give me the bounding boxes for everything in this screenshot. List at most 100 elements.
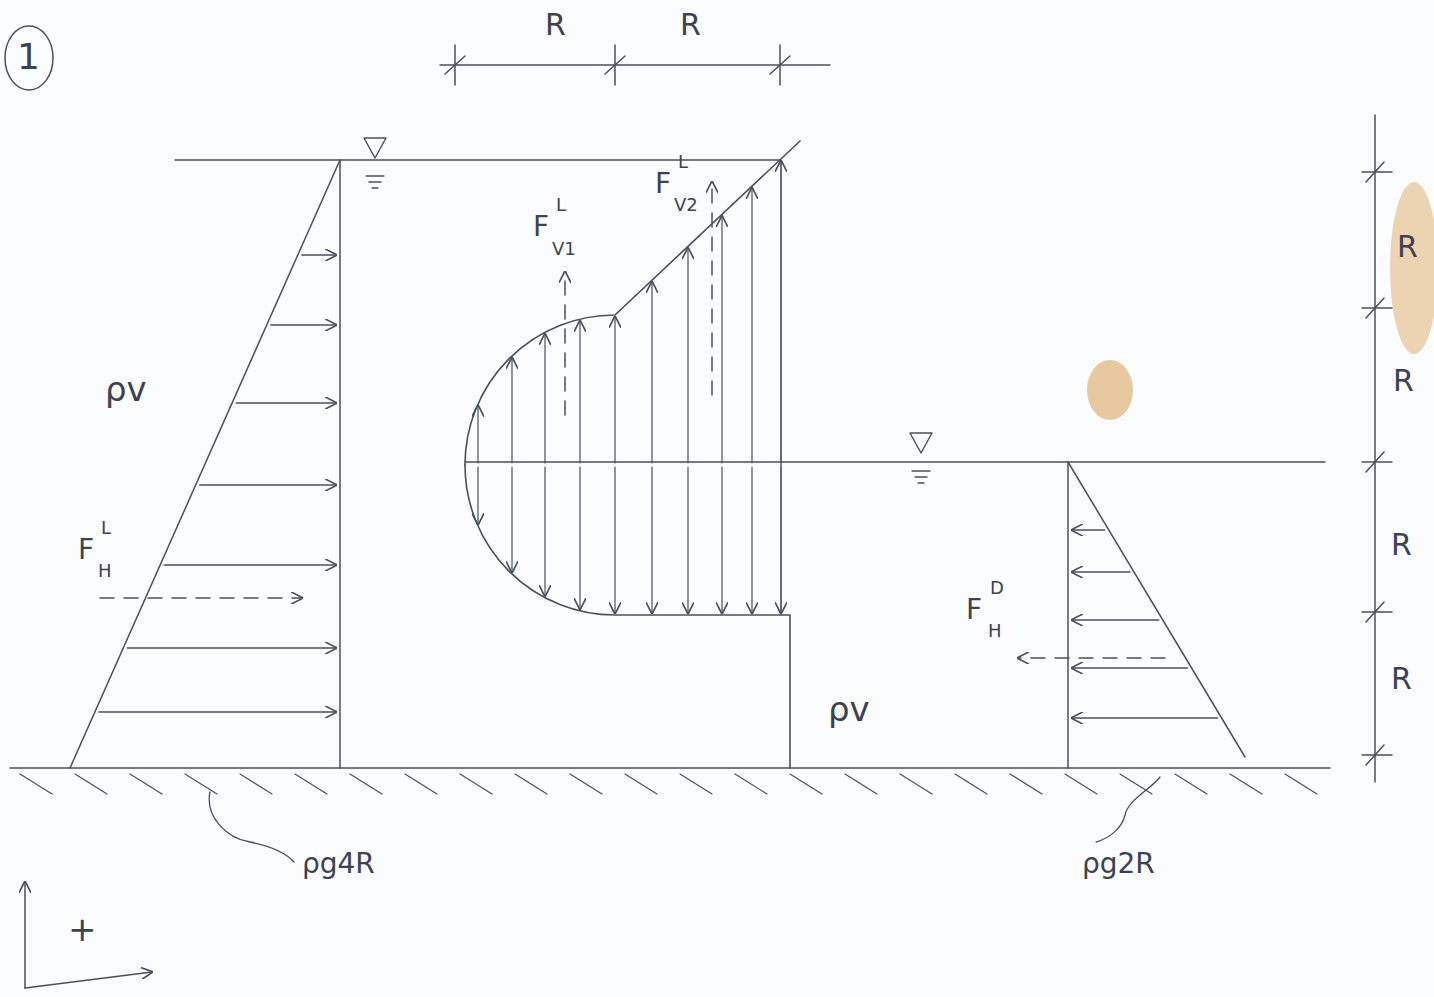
pressure-arrow xyxy=(271,324,336,325)
dimension-tick xyxy=(1366,745,1384,765)
dimension-tick xyxy=(1366,162,1384,182)
ground-hatch xyxy=(1175,774,1207,794)
force-arrow xyxy=(564,272,566,415)
dimension-tick xyxy=(1362,171,1392,173)
force-superscript: D xyxy=(990,579,1004,597)
dimension-tick xyxy=(1366,298,1384,318)
ground-hatch xyxy=(790,774,822,794)
force-subscript: H xyxy=(98,562,112,580)
pressure-arrow xyxy=(721,467,722,613)
pressure-arrow xyxy=(1072,667,1188,668)
gate-edge xyxy=(780,160,781,465)
pressure-arrow xyxy=(236,402,336,403)
water-surface xyxy=(175,159,780,161)
pressure-arrow xyxy=(1072,571,1130,572)
dimension-tick xyxy=(445,56,465,74)
ground-hatch xyxy=(185,774,217,794)
pressure-triangle xyxy=(1068,462,1245,757)
force-symbol: F xyxy=(78,536,94,564)
ground-hatch xyxy=(900,774,932,794)
pressure-arrow xyxy=(614,317,615,463)
pressure-arrow xyxy=(200,484,336,485)
dimension-label: R xyxy=(1397,232,1418,262)
pressure-arrow xyxy=(127,647,336,648)
density-label: ρv xyxy=(105,372,147,406)
water-level-symbol xyxy=(915,476,927,477)
curved-surface xyxy=(465,141,800,465)
force-subscript: H xyxy=(988,622,1002,640)
ground-hatch xyxy=(1120,774,1152,794)
ground-hatch xyxy=(1010,774,1042,794)
force-subscript: V2 xyxy=(674,196,698,214)
force-superscript: L xyxy=(556,196,566,214)
pressure-arrow xyxy=(687,467,688,613)
right-wall xyxy=(1067,462,1069,768)
ground-hatch xyxy=(350,774,382,794)
pressure-arrow xyxy=(651,282,652,463)
ground-hatch xyxy=(845,774,877,794)
pressure-arrow xyxy=(511,467,512,572)
force-arrow xyxy=(100,597,302,599)
pressure-arrow xyxy=(579,467,580,609)
dimension-label: R xyxy=(680,10,701,40)
pressure-arrow xyxy=(164,564,336,565)
pressure-label: ρg2R xyxy=(1082,850,1155,878)
pressure-label: ρg4R xyxy=(302,850,375,878)
dimension-line xyxy=(1374,115,1376,782)
dimension-label: R xyxy=(545,10,566,40)
force-arrow xyxy=(711,182,713,395)
pressure-arrow xyxy=(721,216,722,463)
pressure-arrow xyxy=(651,467,652,613)
dimension-label: R xyxy=(1391,664,1412,694)
water-level-symbol xyxy=(369,181,381,182)
water-level-symbol xyxy=(912,470,930,471)
pressure-triangle xyxy=(70,160,340,768)
dimension-tick xyxy=(605,56,625,74)
ground-hatch xyxy=(515,774,547,794)
figure-number: 1 xyxy=(17,39,40,75)
pressure-arrow xyxy=(1072,717,1218,718)
leader-line xyxy=(209,792,294,862)
ground-hatch xyxy=(130,774,162,794)
dimension-label: R xyxy=(1391,530,1412,560)
pressure-arrow xyxy=(614,467,615,613)
left-wall xyxy=(339,160,341,768)
gate-edge xyxy=(780,465,781,615)
pressure-arrow xyxy=(780,467,781,613)
leader-line xyxy=(1096,777,1160,842)
axis-arrow xyxy=(25,972,152,988)
ground-hatch xyxy=(460,774,492,794)
ground-hatch xyxy=(1230,774,1262,794)
force-arrow xyxy=(1018,657,1165,659)
dimension-tick xyxy=(770,56,790,74)
force-subscript: V1 xyxy=(552,240,576,258)
pressure-arrow xyxy=(687,248,688,463)
water-level-symbol xyxy=(372,187,378,188)
axis-arrow xyxy=(24,882,26,988)
curved-surface xyxy=(465,465,790,768)
water-level-symbol xyxy=(366,175,384,176)
pressure-arrow xyxy=(1072,529,1105,530)
force-symbol: F xyxy=(655,170,671,198)
dimension-label: R xyxy=(1393,366,1414,396)
ground-hatch xyxy=(955,774,987,794)
force-symbol: F xyxy=(966,596,982,624)
dimension-tick xyxy=(1362,611,1392,613)
paper-stain xyxy=(1390,182,1434,354)
force-superscript: L xyxy=(101,519,111,537)
force-superscript: L xyxy=(678,153,688,171)
dimension-tick xyxy=(1362,461,1392,463)
pressure-arrow xyxy=(511,358,512,463)
dimension-tick xyxy=(1366,452,1384,472)
pressure-arrow xyxy=(751,188,752,463)
pressure-arrow xyxy=(544,334,545,463)
ground-hatch xyxy=(405,774,437,794)
pressure-arrow xyxy=(1072,619,1159,620)
water-level-symbol xyxy=(918,482,924,483)
sign-label: + xyxy=(68,912,97,946)
pressure-arrow xyxy=(477,467,478,524)
ground-hatch xyxy=(20,774,52,794)
dimension-tick xyxy=(1362,754,1392,756)
dimension-line xyxy=(440,64,830,66)
